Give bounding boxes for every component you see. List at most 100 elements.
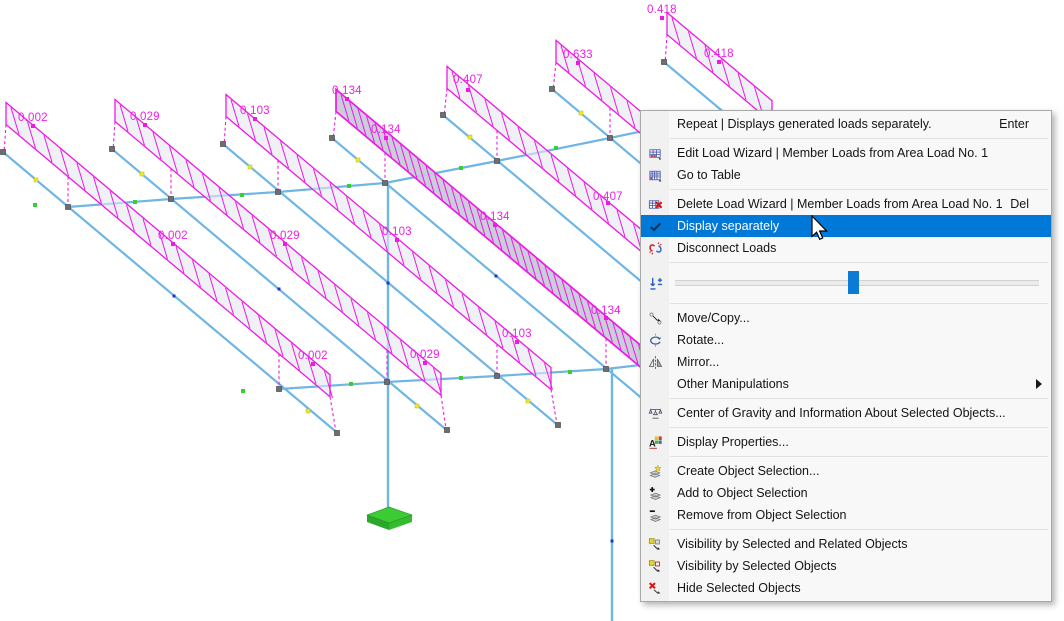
- structural-node: [440, 112, 446, 118]
- load-wizard-delete-icon: [641, 197, 669, 212]
- mirror-icon: [641, 355, 669, 370]
- menu-item-add-to-object-selection[interactable]: Add to Object Selection: [641, 482, 1051, 504]
- menu-item-visibility-selected-related[interactable]: Visibility by Selected and Related Objec…: [641, 533, 1051, 555]
- structural-node: [549, 86, 555, 92]
- shortcut-del: Del: [1010, 197, 1029, 211]
- visibility-selected-icon: [641, 559, 669, 574]
- structural-node: [607, 135, 613, 141]
- load-value-label: 0.029: [410, 349, 440, 361]
- menu-separator: [670, 398, 1048, 399]
- menu-item-disconnect-loads[interactable]: Disconnect Loads: [641, 237, 1051, 259]
- svg-text:A: A: [648, 438, 655, 448]
- structural-node: [220, 141, 226, 147]
- menu-separator: [670, 303, 1048, 304]
- menu-separator: [670, 456, 1048, 457]
- menu-item-remove-from-object-selection[interactable]: Remove from Object Selection: [641, 504, 1051, 526]
- load-value-label: 0.002: [18, 112, 48, 124]
- member-beam: [331, 137, 673, 425]
- menu-item-other-manipulations[interactable]: Other Manipulations: [641, 373, 1051, 395]
- load-scale-track[interactable]: [675, 271, 1039, 294]
- structural-node: [661, 59, 667, 65]
- structural-node: [382, 180, 388, 186]
- structural-node: [603, 366, 609, 372]
- load-value-label: 0.029: [270, 230, 300, 242]
- move-copy-icon: [641, 311, 669, 326]
- menu-item-load-scale-slider: [641, 266, 1051, 300]
- load-wizard-edit-icon: [641, 146, 669, 161]
- menu-item-create-object-selection[interactable]: Create Object Selection...: [641, 460, 1051, 482]
- menu-item-move-copy[interactable]: Move/Copy...: [641, 307, 1051, 329]
- menu-separator: [670, 427, 1048, 428]
- display-properties-icon: A: [641, 435, 669, 450]
- load-value-label: 0.103: [240, 105, 270, 117]
- disconnect-loads-icon: [641, 241, 669, 256]
- structural-node: [494, 158, 500, 164]
- structural-node: [334, 430, 340, 436]
- structural-node: [494, 373, 500, 379]
- visibility-selected-related-icon: [641, 537, 669, 552]
- hide-selected-objects-icon: [641, 581, 669, 596]
- member-load-band: [223, 93, 558, 425]
- checkmark-icon: [641, 219, 669, 234]
- menu-item-repeat[interactable]: Repeat | Displays generated loads separa…: [641, 113, 1051, 135]
- structural-node: [0, 149, 6, 155]
- structural-node: [555, 422, 561, 428]
- load-value-label: 0.418: [647, 4, 677, 16]
- center-of-gravity-icon: [641, 406, 669, 421]
- load-scale-thumb[interactable]: [848, 271, 860, 294]
- structural-node: [275, 189, 281, 195]
- menu-item-hide-selected-objects[interactable]: Hide Selected Objects: [641, 577, 1051, 599]
- structural-node: [168, 196, 174, 202]
- nodal-support: [366, 506, 413, 530]
- structural-node: [276, 386, 282, 392]
- menu-separator: [670, 262, 1048, 263]
- context-menu: Repeat | Displays generated loads separa…: [640, 110, 1052, 602]
- structural-node: [329, 135, 335, 141]
- load-value-label: 0.103: [502, 328, 532, 340]
- member-load-band: [443, 65, 649, 259]
- member-beam: [2, 151, 338, 434]
- menu-separator: [670, 138, 1048, 139]
- middle-girder: [278, 361, 658, 391]
- load-value-label: 0.134: [371, 124, 401, 136]
- load-value-label: 0.633: [563, 49, 593, 61]
- load-value-label: 0.134: [591, 305, 621, 317]
- load-value-label: 0.418: [704, 48, 734, 60]
- member-load-band: [112, 98, 447, 430]
- menu-item-edit-load-wizard[interactable]: Edit Load Wizard | Member Loads from Are…: [641, 142, 1051, 164]
- create-object-selection-icon: [641, 464, 669, 479]
- menu-item-center-of-gravity[interactable]: Center of Gravity and Information About …: [641, 402, 1051, 424]
- menu-item-visibility-selected[interactable]: Visibility by Selected Objects: [641, 555, 1051, 577]
- rotate-icon: [641, 333, 669, 348]
- load-value-label: 0.029: [130, 111, 160, 123]
- load-value-label: 0.002: [298, 350, 328, 362]
- menu-item-delete-load-wizard[interactable]: Delete Load Wizard | Member Loads from A…: [641, 193, 1051, 215]
- go-to-table-icon: [641, 168, 669, 183]
- submenu-arrow-icon: [1036, 379, 1042, 389]
- menu-item-go-to-table[interactable]: Go to Table: [641, 164, 1051, 186]
- member-load-band: [3, 101, 337, 433]
- remove-from-object-selection-icon: [641, 508, 669, 523]
- structural-node: [65, 204, 71, 210]
- menu-separator: [670, 189, 1048, 190]
- load-value-label: 0.407: [593, 191, 623, 203]
- load-value-label: 0.103: [382, 226, 412, 238]
- load-scale-icon: [641, 276, 669, 291]
- shortcut-enter: Enter: [999, 117, 1029, 131]
- load-value-label: 0.002: [158, 230, 188, 242]
- structural-node: [109, 146, 115, 152]
- structural-node: [384, 379, 390, 385]
- load-value-label: 0.134: [332, 85, 362, 97]
- menu-item-rotate[interactable]: Rotate...: [641, 329, 1051, 351]
- menu-item-display-separately[interactable]: Display separately: [641, 215, 1051, 237]
- structural-node: [444, 427, 450, 433]
- add-to-object-selection-icon: [641, 486, 669, 501]
- menu-item-mirror[interactable]: Mirror...: [641, 351, 1051, 373]
- load-value-label: 0.134: [480, 211, 510, 223]
- menu-separator: [670, 529, 1048, 530]
- member-load-band: [664, 11, 773, 125]
- menu-item-display-properties[interactable]: A Display Properties...: [641, 431, 1051, 453]
